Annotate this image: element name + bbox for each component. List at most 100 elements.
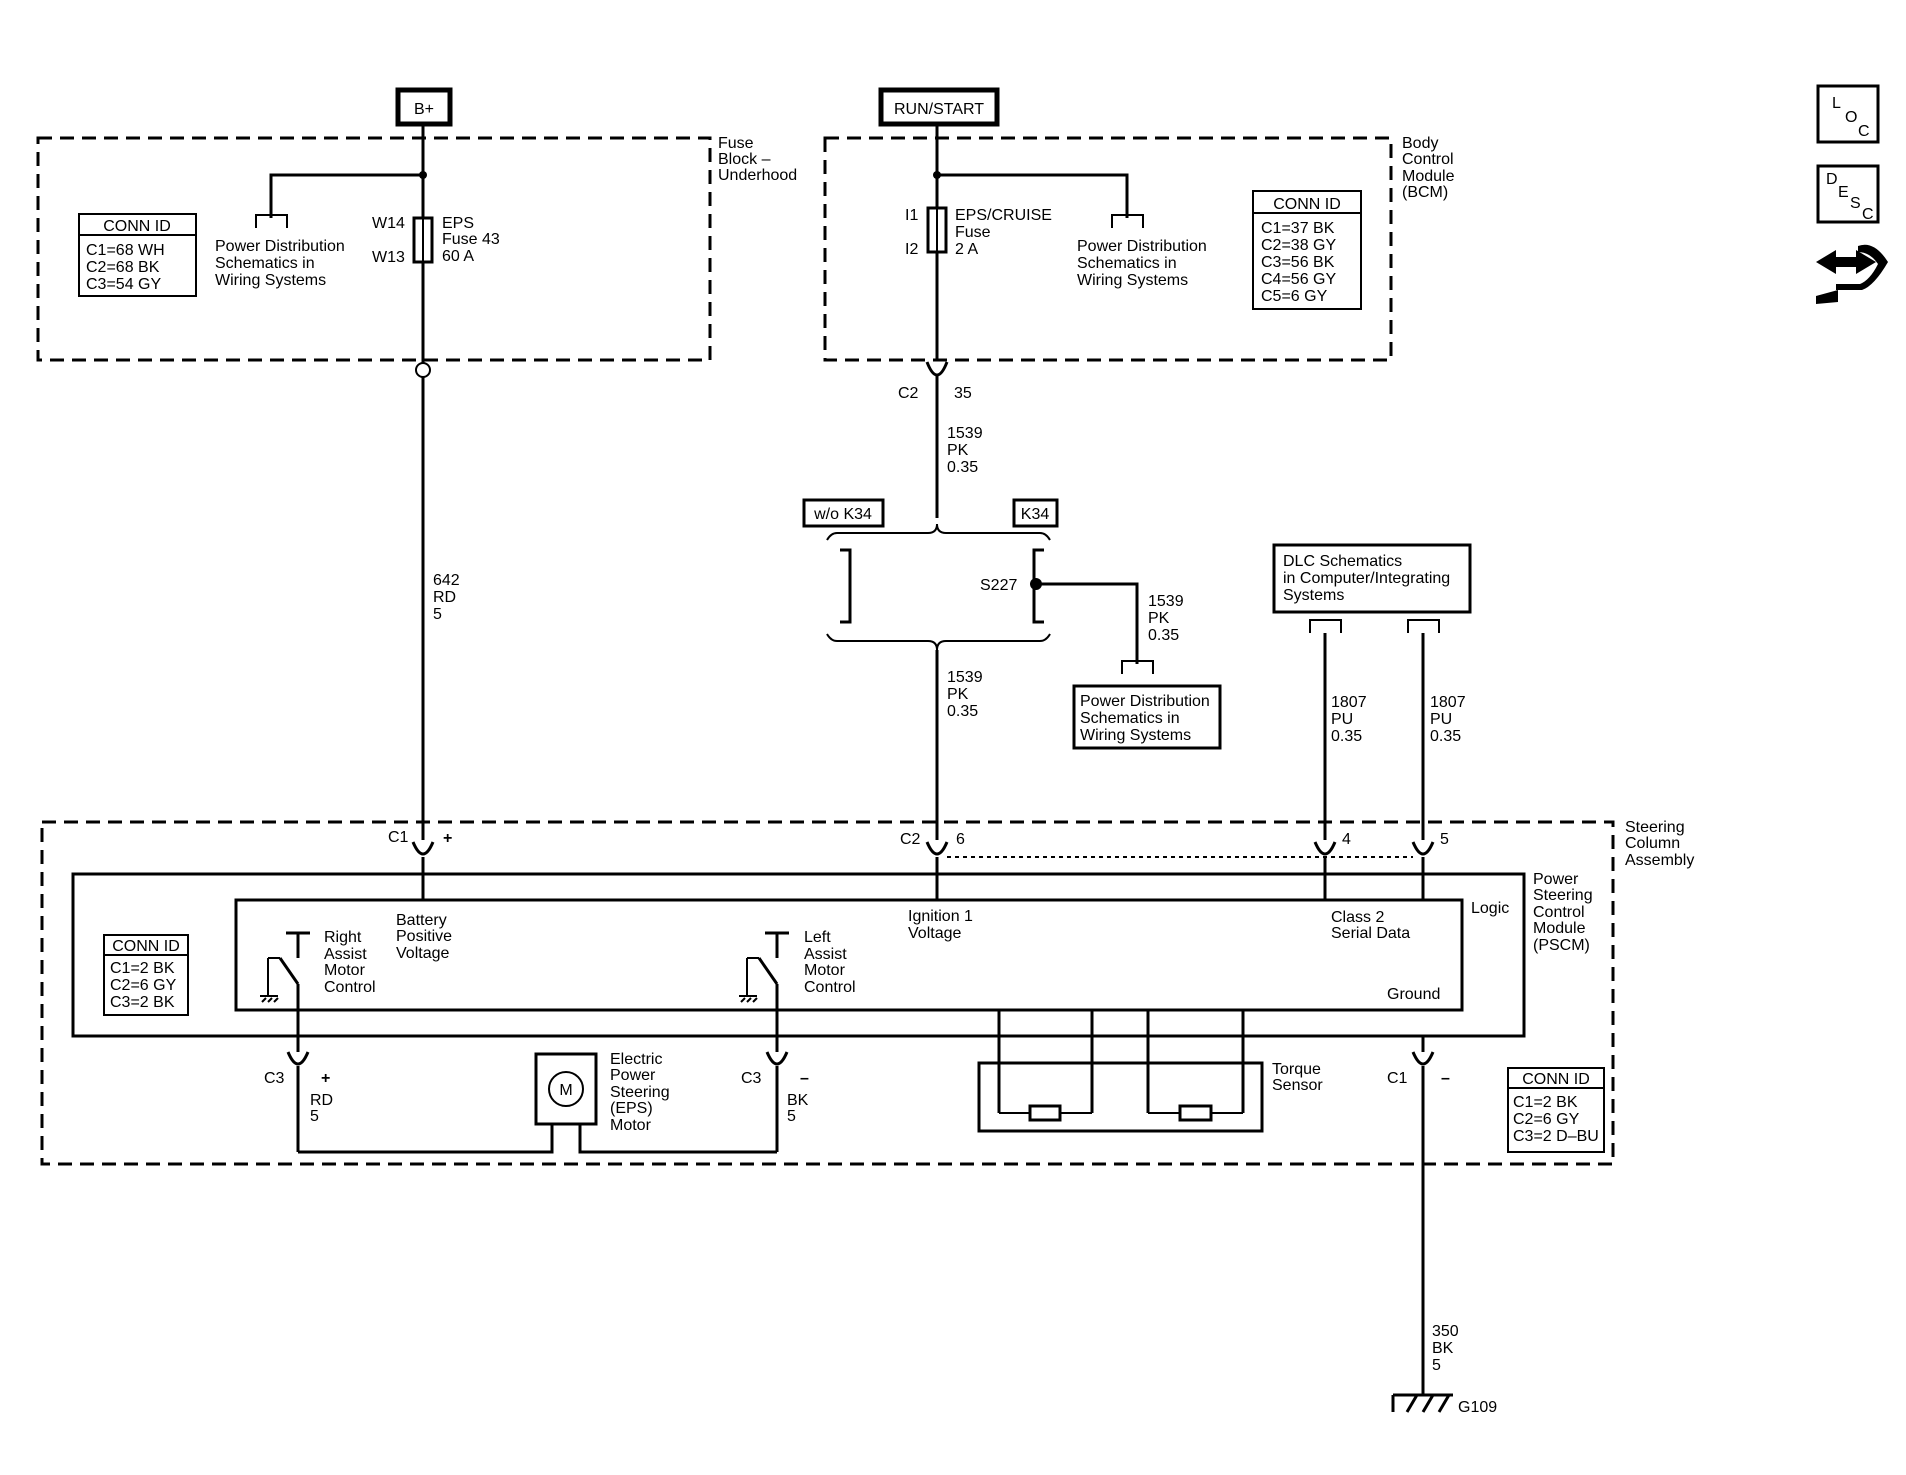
wire-1539-lower-label: 1539	[947, 669, 983, 686]
svg-text:5: 5	[787, 1108, 796, 1125]
splice-s227-label: S227	[980, 577, 1017, 594]
svg-text:–: –	[800, 1070, 809, 1087]
bplus-source: B+	[395, 87, 453, 127]
svg-text:Schematics in: Schematics in	[1077, 255, 1177, 272]
conn-id-row: C3=54 GY	[86, 276, 161, 293]
svg-text:C: C	[1862, 206, 1874, 223]
fuse-block-conn-id: CONN ID C1=68 WH C2=68 BK C3=54 GY	[78, 213, 197, 297]
pscm-logic-label: Logic	[1471, 900, 1509, 917]
svg-text:Schematics in: Schematics in	[1080, 710, 1180, 727]
svg-text:Wiring Systems: Wiring Systems	[1077, 272, 1188, 289]
ignition-1-voltage: Ignition 1	[908, 908, 973, 925]
loc-icon[interactable]: L O C	[1816, 84, 1880, 144]
conn-id-header: CONN ID	[1273, 196, 1341, 213]
svg-text:Voltage: Voltage	[396, 945, 449, 962]
svg-text:5: 5	[1440, 831, 1449, 848]
connector-c3-minus-icon	[765, 1051, 789, 1066]
desc-icon[interactable]: D E S C	[1816, 164, 1880, 224]
wire-350-label: 350	[1432, 1323, 1459, 1340]
inline-connector-icon	[415, 362, 431, 378]
motor-wire-rd-label: RD	[310, 1092, 333, 1109]
connector-c2-label: C2	[900, 831, 921, 848]
svg-text:Control: Control	[1402, 151, 1454, 168]
ground-g109-label: G109	[1458, 1399, 1497, 1416]
navigation-arrows-icon[interactable]	[1816, 244, 1888, 304]
svg-text:Fuse: Fuse	[955, 224, 991, 241]
connector-c3-label: C3	[264, 1070, 285, 1087]
svg-text:C: C	[1858, 123, 1870, 140]
svg-text:0.35: 0.35	[1148, 627, 1179, 644]
pscm-module	[71, 872, 1526, 1038]
conn-id-row: C2=38 GY	[1261, 237, 1336, 254]
option-k34: K34	[1021, 506, 1050, 523]
battery-positive-voltage: Battery	[396, 912, 447, 929]
svg-text:Serial Data: Serial Data	[1331, 925, 1410, 942]
dlc-schematics-box	[1272, 543, 1472, 614]
svg-text:0.35: 0.35	[947, 703, 978, 720]
fuse-terminal-i2: I2	[905, 241, 918, 258]
wire-1807-a-label: 1807	[1331, 694, 1367, 711]
svg-text:–: –	[1441, 1070, 1450, 1087]
svg-text:5: 5	[433, 606, 442, 623]
svg-text:Power: Power	[610, 1067, 656, 1084]
conn-id-row: C1=2 BK	[1513, 1094, 1578, 1111]
eps-fuse-label: EPS	[442, 215, 474, 232]
wire-1807-b-label: 1807	[1430, 694, 1466, 711]
connector-pin-35: 35	[954, 385, 972, 402]
steering-column-title: Steering	[1625, 819, 1685, 836]
svg-text:Column: Column	[1625, 835, 1680, 852]
connector-c2-6-icon	[925, 841, 949, 856]
svg-text:L: L	[1832, 95, 1841, 112]
svg-text:(BCM): (BCM)	[1402, 184, 1448, 201]
svg-text:+: +	[443, 830, 452, 847]
svg-text:Systems: Systems	[1283, 587, 1344, 604]
bcm-conn-id: CONN ID C1=37 BK C2=38 GY C3=56 BK C4=56…	[1252, 190, 1362, 310]
class-2-serial-data: Class 2	[1331, 909, 1384, 926]
svg-text:Motor: Motor	[804, 962, 846, 979]
svg-text:O: O	[1845, 109, 1857, 126]
svg-text:Wiring Systems: Wiring Systems	[215, 272, 326, 289]
connector-ground-c1-icon	[1411, 1051, 1435, 1066]
power-dist-ref: Power Distribution	[1077, 238, 1207, 255]
fuse-block-title-1: Fuse	[718, 135, 754, 152]
torque-sensor	[977, 1010, 1264, 1133]
svg-text:Fuse 43: Fuse 43	[442, 231, 500, 248]
svg-text:Assembly: Assembly	[1625, 852, 1694, 869]
svg-text:5: 5	[310, 1108, 319, 1125]
run-start-source: RUN/START	[878, 87, 1000, 127]
eps-cruise-fuse-label: EPS/CRUISE	[955, 207, 1052, 224]
conn-id-row: C3=2 BK	[110, 994, 175, 1011]
svg-text:in Computer/Integrating: in Computer/Integrating	[1283, 570, 1450, 587]
conn-id-row: C1=37 BK	[1261, 220, 1335, 237]
connector-pin-5-icon	[1411, 841, 1435, 856]
wire-1539-branch-label: 1539	[1148, 593, 1184, 610]
conn-id-row: C1=68 WH	[86, 242, 165, 259]
svg-text:RD: RD	[433, 589, 456, 606]
svg-text:Sensor: Sensor	[1272, 1077, 1323, 1094]
conn-id-header: CONN ID	[112, 938, 180, 955]
svg-text:E: E	[1838, 184, 1849, 201]
svg-text:0.35: 0.35	[1430, 728, 1461, 745]
svg-text:BK: BK	[1432, 1340, 1454, 1357]
steering-column-assembly	[40, 820, 1615, 1166]
conn-id-row: C2=6 GY	[1513, 1111, 1580, 1128]
svg-text:0.35: 0.35	[947, 459, 978, 476]
motor-wire-bk-label: BK	[787, 1092, 809, 1109]
connector-ground-c1-label: C1	[1387, 1070, 1408, 1087]
pscm-title: Power	[1533, 871, 1579, 888]
pscm-conn-id-right: CONN ID C1=2 BK C2=6 GY C3=2 D–BU	[1507, 1067, 1605, 1153]
svg-text:PK: PK	[947, 686, 969, 703]
conn-id-header: CONN ID	[1522, 1071, 1590, 1088]
right-assist-switch-icon	[260, 931, 310, 1036]
left-assist-motor-control: Left	[804, 929, 831, 946]
resistor-icon	[1178, 1104, 1213, 1122]
wire-1539-label: 1539	[947, 425, 983, 442]
left-assist-switch-icon	[739, 931, 789, 1036]
svg-text:S: S	[1850, 195, 1861, 212]
svg-text:DLC Schematics: DLC Schematics	[1283, 553, 1402, 570]
svg-text:Control: Control	[324, 979, 376, 996]
svg-text:Assist: Assist	[804, 946, 847, 963]
svg-text:Steering: Steering	[610, 1084, 670, 1101]
fuse-block-underhood: Fuse Block – Underhood CONN ID C1=68 WH …	[36, 135, 797, 365]
